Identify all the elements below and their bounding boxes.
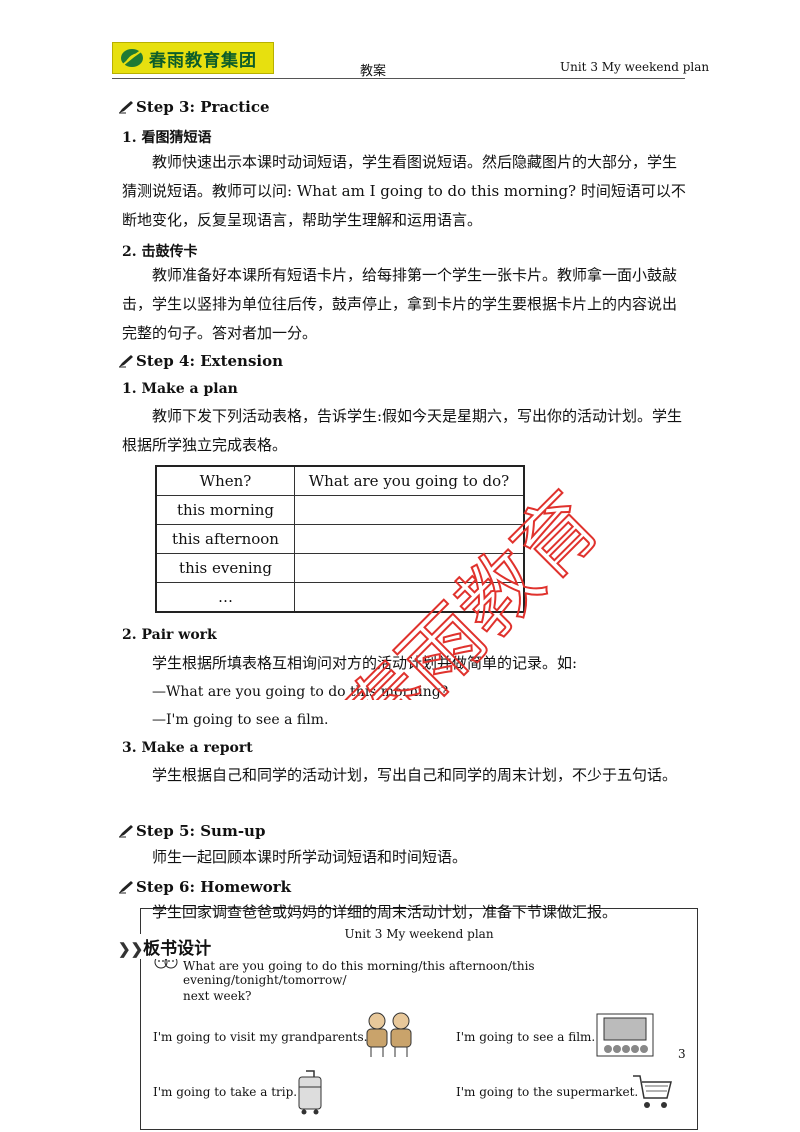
plan-table: When? What are you going to do? this mor… (155, 465, 525, 613)
step4-item3-text: 学生根据自己和同学的活动计划，写出自己和同学的周末计划，不少于五句话。 (152, 766, 678, 784)
pen-icon (119, 355, 133, 368)
table-cell-when: this morning (155, 495, 295, 525)
shopping-cart-icon (633, 1075, 672, 1108)
logo-text: 春雨教育集团 (149, 50, 257, 71)
logo: 春雨教育集团 (112, 42, 274, 74)
table-cell-blank (294, 553, 525, 583)
dialog-line-1: —What are you going to do this morning? (152, 684, 449, 700)
table-row: this afternoon (155, 524, 525, 554)
table-header-row: When? What are you going to do? (155, 465, 525, 496)
board-question-2: next week? (183, 989, 252, 1003)
pen-icon (119, 825, 133, 838)
board-sentence-3: I'm going to take a trip. (153, 1085, 298, 1099)
step4-item2-title: 2. Pair work (122, 627, 217, 643)
step4-item3-title: 3. Make a report (122, 740, 253, 756)
header-divider (112, 78, 685, 79)
board-section-heading: ❯❯板书设计 (118, 934, 216, 959)
table-cell-when: … (155, 582, 295, 613)
suitcase-icon (298, 1070, 322, 1115)
double-chevron-icon: ❯❯ (118, 940, 144, 958)
board-sentence-1: I'm going to visit my grandparents. (153, 1030, 368, 1044)
header-center: 教案 (360, 64, 387, 79)
step6-title: Step 6: Homework (136, 878, 292, 896)
board-sentence-2: I'm going to see a film. (456, 1030, 596, 1044)
step3-item2-title: 2. 击鼓传卡 (122, 244, 198, 260)
pen-icon (119, 101, 133, 114)
cinema-icon (596, 1013, 654, 1057)
step4-item1-title: 1. Make a plan (122, 381, 238, 397)
table-cell-when: this evening (155, 553, 295, 583)
step3-title: Step 3: Practice (136, 98, 270, 116)
step5-title: Step 5: Sum-up (136, 822, 266, 840)
page-number: 3 (678, 1047, 686, 1061)
board-design-box: Unit 3 My weekend plan What are you goin… (140, 908, 698, 1130)
step3-item1-title: 1. 看图猜短语 (122, 130, 212, 146)
step4-heading: Step 4: Extension (118, 352, 283, 370)
step3-item1-text: 教师快速出示本课时动词短语，学生看图说短语。然后隐藏图片的大部分，学生猜测说短语… (122, 153, 686, 229)
board-question-1: What are you going to do this morning/th… (183, 959, 535, 987)
table-row: this evening (155, 553, 525, 583)
header-right: Unit 3 My weekend plan (560, 60, 710, 74)
step5-text: 师生一起回顾本课时所学动词短语和时间短语。 (152, 848, 468, 866)
step5-heading: Step 5: Sum-up (118, 822, 265, 840)
board-title: Unit 3 My weekend plan (344, 927, 494, 941)
step3-heading: Step 3: Practice (118, 98, 270, 116)
table-row: … (155, 582, 525, 613)
dialog-line-2: —I'm going to see a film. (152, 712, 329, 728)
grandparents-icon (366, 1012, 412, 1057)
pen-icon (119, 881, 133, 894)
table-header-what: What are you going to do? (294, 465, 525, 496)
step4-title: Step 4: Extension (136, 352, 284, 370)
table-cell-blank (294, 524, 525, 554)
table-cell-blank (294, 582, 525, 613)
board-sentence-4: I'm going to the supermarket. (456, 1085, 639, 1099)
table-cell-when: this afternoon (155, 524, 295, 554)
leaf-icon (121, 49, 143, 67)
step4-item1-text: 教师下发下列活动表格，告诉学生:假如今天是星期六，写出你的活动计划。学生根据所学… (122, 407, 683, 454)
table-cell-blank (294, 495, 525, 525)
board-section-title: 板书设计 (143, 939, 212, 959)
step4-item2-text: 学生根据所填表格互相询问对方的活动计划并做简单的记录。如: (152, 654, 578, 672)
step6-heading: Step 6: Homework (118, 878, 291, 896)
step3-item2-text: 教师准备好本课所有短语卡片，给每排第一个学生一张卡片。教师拿一面小鼓敲击，学生以… (122, 266, 678, 342)
table-row: this morning (155, 495, 525, 525)
step6-text: 学生回家调查爸爸或妈妈的详细的周末活动计划，准备下节课做汇报。 (152, 903, 618, 921)
table-header-when: When? (155, 465, 295, 496)
